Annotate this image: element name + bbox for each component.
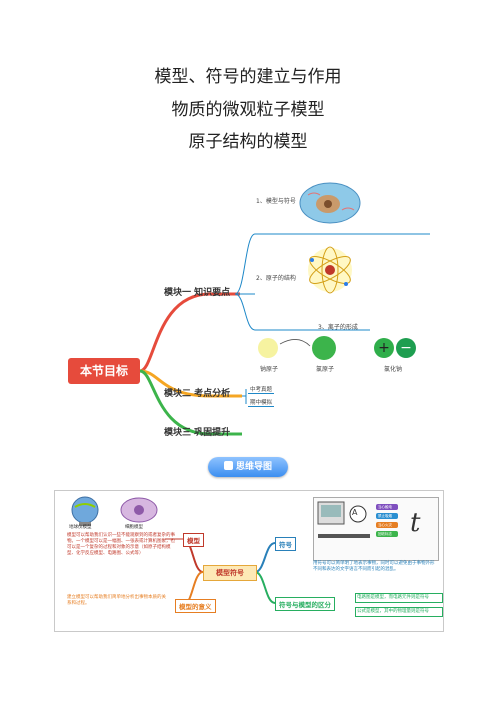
symbol-description: 用符号可以简单明了地表示事物，同时可以避免由于事物外形不同和表达的文字语言不同而…: [313, 561, 435, 572]
goal-mind-map: 本节目标 模块一 知识要点 模块二 考点分析 模块三 巩固提升 1、模型与符号 …: [60, 172, 440, 442]
label-globe-model: 地球仪模型: [69, 525, 92, 530]
branch-module-3: 模块三 巩固提升: [164, 428, 231, 438]
ion-label-chlorine: 氯原子: [316, 366, 335, 373]
model-symbol-mind-map: 模型符号 模型 模型的意义 符号 符号与模型的区分 地球仪模型 细胞模型 模型可…: [54, 490, 444, 632]
center-node: 模型符号: [203, 565, 257, 581]
node-symbol: 符号: [275, 537, 296, 551]
symbol-chip-3: 当心火灾: [378, 523, 392, 527]
symbol-image-panel: A t 当心触电 禁止吸烟 当心火灾 回收标志: [313, 497, 439, 561]
mind-map-connectors: [139, 233, 430, 436]
svg-text:+: +: [378, 340, 390, 356]
branch-module-2: 模块二 考点分析: [164, 389, 231, 399]
node-model: 模型: [183, 533, 204, 547]
mind-map-icon: [223, 461, 233, 470]
svg-text:−: −: [400, 340, 412, 356]
mind-map-button-label: 思维导图: [235, 462, 272, 472]
symbol-chip-2: 禁止吸烟: [378, 514, 392, 518]
ion-label-sodium: 钠原子: [260, 366, 279, 373]
distinguish-formula: 公式是模型，其中的物理量则是符号: [355, 607, 443, 617]
mind-map-button[interactable]: 思维导图: [208, 457, 288, 477]
title-line-3: 原子结构的模型: [188, 132, 308, 152]
title-line-2: 物质的微观粒子模型: [171, 100, 325, 120]
ion-formation-illustration: + − 钠原子 氯原子 氯化钠: [256, 330, 431, 374]
branch-module-1: 模块一 知识要点: [164, 288, 231, 298]
root-node: 本节目标: [68, 358, 140, 384]
leaf-ion-formation: 3、离子的形成: [318, 324, 358, 331]
node-symbol-model-distinguish: 符号与模型的区分: [275, 597, 335, 611]
title-line-1: 模型、符号的建立与作用: [154, 67, 342, 87]
model-description: 模型可以帮助我们认识一些不能观察到的或者复杂的事物。一个模型可以是一幅图、一张表…: [67, 533, 175, 556]
ion-label-nacl: 氯化钠: [384, 366, 403, 373]
time-symbol: t: [410, 508, 421, 538]
exam-item-midterm: 期中模拟: [248, 400, 275, 407]
model-images: [71, 496, 158, 526]
model-meaning-text: 建立模型可以帮助我们简单地分析出事物本质的关系和过程。: [67, 595, 166, 606]
atom-illustration: [304, 244, 356, 296]
symbol-chip-1: 当心触电: [378, 505, 392, 509]
distinguish-circuit: 电路图是模型，而电路元件则是符号: [355, 593, 443, 603]
node-model-meaning: 模型的意义: [175, 599, 216, 613]
symbol-chip-4: 回收标志: [378, 532, 392, 536]
exam-item-zhongkao: 中考真题: [248, 387, 275, 394]
cell-illustration: [298, 180, 362, 226]
leaf-model-symbol: 1、模型与符号: [256, 198, 296, 205]
label-cell-model: 细胞模型: [125, 525, 143, 530]
leaf-atom-structure: 2、原子的结构: [256, 275, 296, 282]
ammeter-symbol: A: [352, 508, 358, 517]
